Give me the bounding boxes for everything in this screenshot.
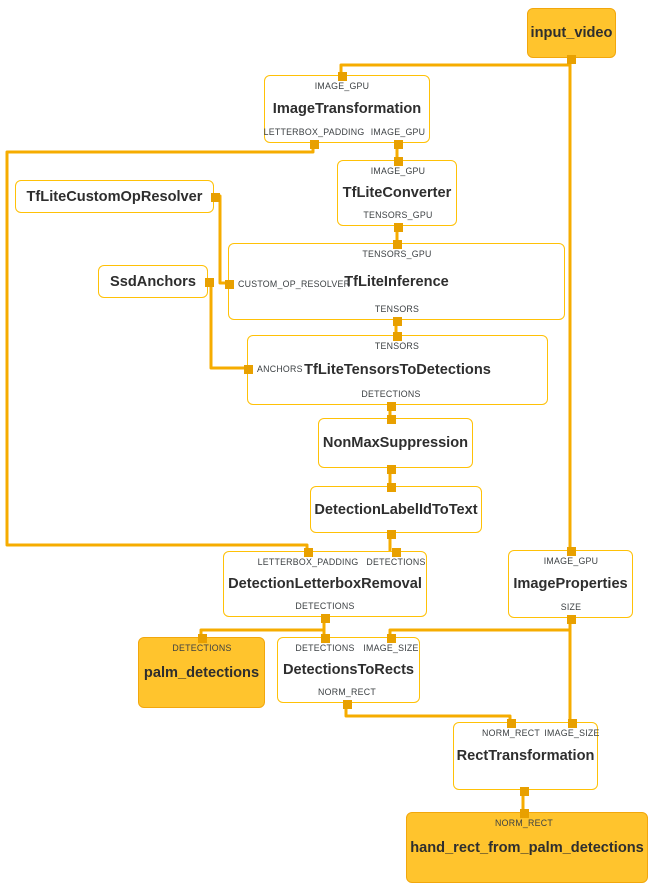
port-label: NORM_RECT [495, 818, 553, 828]
port [204, 277, 214, 287]
port-label: NORM_RECT [318, 687, 376, 697]
node-input_video[interactable]: input_video [527, 8, 616, 64]
port [342, 699, 352, 709]
port-label: TENSORS_GPU [362, 249, 432, 259]
node-title: TfLiteTensorsToDetections [304, 362, 491, 378]
node-title: RectTransformation [456, 748, 595, 764]
port-label: DETECTIONS [361, 389, 421, 399]
node-title: TfLiteConverter [342, 185, 452, 201]
port-label: TENSORS [374, 304, 420, 314]
port [519, 808, 529, 818]
port [392, 239, 402, 249]
edge-image_properties_size-to-detections_to_rects [388, 628, 570, 637]
port [197, 633, 207, 643]
port [566, 546, 576, 556]
node-image_properties[interactable]: ImageProperties IMAGE_GPU SIZE [508, 546, 633, 624]
port [320, 613, 330, 623]
node-title: DetectionLetterboxRemoval [228, 576, 422, 592]
edge-input_video-to-image_transformation [339, 63, 570, 75]
node-title: input_video [530, 25, 613, 41]
node-tflite_inference[interactable]: TfLiteInference TENSORS_GPU TENSORS CUSTOM_… [224, 239, 565, 326]
port-label: DETECTIONS [295, 643, 355, 653]
port-label: SIZE [560, 602, 582, 612]
node-title: NonMaxSuppression [322, 435, 469, 451]
node-tflite_custom_op_resolver[interactable]: TfLiteCustomOpResolver [15, 180, 220, 213]
port [210, 192, 220, 202]
port [392, 316, 402, 326]
node-tflite_converter[interactable]: TfLiteConverter IMAGE_GPU TENSORS_GPU [337, 156, 457, 232]
node-title: ImageTransformation [272, 101, 422, 117]
port-label: DETECTIONS [295, 601, 355, 611]
node-title: DetectionsToRects [282, 662, 415, 678]
port [224, 279, 234, 289]
node-ssd_anchors[interactable]: SsdAnchors [98, 265, 214, 298]
port-label: CUSTOM_OP_RESOLVER [238, 279, 351, 289]
node-title: DetectionLabelIdToText [314, 501, 478, 518]
port-label: ANCHORS [257, 364, 303, 374]
port [337, 71, 347, 81]
port-label: TENSORS_GPU [363, 210, 433, 220]
port [320, 633, 330, 643]
port [567, 718, 577, 728]
node-title: palm_detections [143, 664, 260, 681]
node-detection_label_id_to_text[interactable]: DetectionLabelIdToText [310, 482, 482, 539]
port [386, 464, 396, 474]
port-label: DETECTIONS [172, 643, 232, 653]
node-detections_to_rects[interactable]: DetectionsToRects DETECTIONS IMAGE_SIZE NOR… [277, 633, 420, 709]
node-hand_rect_from_palm_detections[interactable]: hand_rect_from_palm_detections NORM_RECT [406, 808, 648, 883]
port-label: IMAGE_GPU [543, 556, 599, 566]
port [303, 547, 313, 557]
port-label: DETECTIONS [366, 557, 426, 567]
port [566, 614, 576, 624]
node-title: hand_rect_from_palm_detections [410, 839, 644, 856]
port [393, 156, 403, 166]
port [386, 482, 396, 492]
port [391, 547, 401, 557]
port [506, 718, 516, 728]
port-label: LETTERBOX_PADDING [257, 557, 359, 567]
port [386, 414, 396, 424]
node-title: TfLiteInference [344, 273, 449, 290]
edge-detections_to_rects-to-rect_transformation [344, 703, 512, 722]
port [566, 54, 576, 64]
edge-custom_op_resolver-to-tflite_inference [214, 194, 228, 285]
node-palm_detections[interactable]: palm_detections DETECTIONS [138, 633, 265, 708]
port-label: LETTERBOX_PADDING [263, 127, 365, 137]
port [392, 331, 402, 341]
node-non_max_suppression[interactable]: NonMaxSuppression [318, 414, 473, 474]
port [393, 139, 403, 149]
node-detection_letterbox_removal[interactable]: DetectionLetterboxRemoval LETTERBOX_PADDI… [223, 547, 427, 623]
edge-image_transformation-letterbox-to-detection_letterbox_removal [5, 143, 315, 551]
port-label: IMAGE_GPU [314, 81, 370, 91]
port [386, 401, 396, 411]
port-label: TENSORS [374, 341, 420, 351]
node-rect_transformation[interactable]: RectTransformation NORM_RECT IMAGE_SIZE [453, 718, 600, 796]
node-title: SsdAnchors [110, 273, 196, 290]
port [386, 529, 396, 539]
node-title: ImageProperties [513, 576, 628, 592]
port-label: IMAGE_SIZE [363, 643, 419, 653]
edge-letterbox_removal-to-palm_detections [199, 628, 324, 637]
port [386, 633, 396, 643]
port [309, 139, 319, 149]
port-label: IMAGE_GPU [370, 127, 426, 137]
port [243, 364, 253, 374]
port-label: NORM_RECT [482, 728, 540, 738]
port-label: IMAGE_GPU [370, 166, 426, 176]
node-tflite_tensors_to_detections[interactable]: TfLiteTensorsToDetections TENSORS DETECTIO… [243, 331, 548, 411]
port-label: IMAGE_SIZE [544, 728, 600, 738]
node-title: TfLiteCustomOpResolver [26, 188, 203, 205]
port [393, 222, 403, 232]
port [519, 786, 529, 796]
